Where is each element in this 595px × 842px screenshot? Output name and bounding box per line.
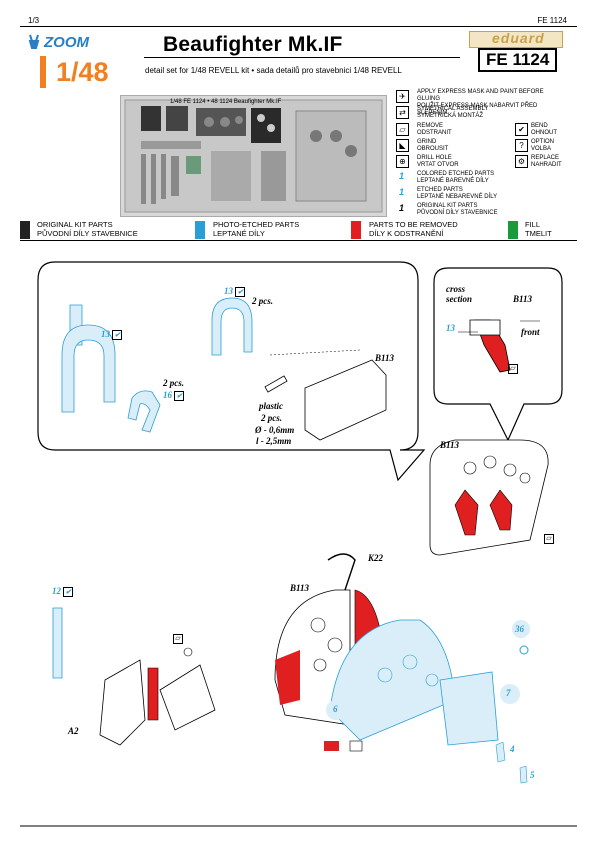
part-16-label: 16 ✔	[163, 390, 185, 401]
a2-remove-icon: ▱	[173, 630, 183, 648]
page-subtitle: detail set for 1/48 REVELL kit • sada de…	[145, 66, 402, 75]
part-13-installed-drawing	[211, 297, 253, 356]
symmetric-icon: ⇄	[396, 106, 409, 119]
pcs-label-b: 2 pcs.	[252, 296, 273, 306]
part-13-installed-label: 13 ✔	[224, 286, 246, 297]
option-icon: ?	[515, 139, 528, 152]
drill-icon: ⊕	[396, 155, 409, 168]
part-7-badge	[500, 684, 520, 704]
product-code-top: FE 1124	[537, 16, 567, 25]
header-rule	[20, 26, 577, 27]
pcs-label-c: 2 pcs.	[261, 413, 282, 423]
b113-panel-installed	[429, 439, 549, 556]
legend: ✈ APPLY EXPRESS MASK AND PAINT BEFORE GL…	[396, 89, 564, 219]
part-7-label: 7	[506, 688, 511, 698]
front-label: front	[521, 327, 540, 337]
legend-colored-num: 1	[399, 171, 405, 181]
swatch-remove	[351, 221, 361, 239]
part-12-label: 12 ✔	[52, 586, 74, 597]
cross-label: cross	[446, 284, 466, 294]
bend-icon: ✔	[515, 123, 528, 136]
panel-remove-icon: ▱	[544, 530, 554, 548]
callout-bubble	[37, 261, 426, 482]
remove-icon: ▱	[396, 123, 409, 136]
part-13-label: 13 ✔	[101, 329, 123, 340]
a2-part-drawing	[99, 659, 146, 746]
b113-label-a: B113	[375, 353, 395, 363]
b113-panel-drawing	[304, 359, 387, 441]
b113-label-c: B113	[440, 440, 460, 450]
legend-kit-num: 1	[399, 203, 405, 213]
length-label: l - 2,5mm	[256, 436, 292, 446]
part-6-badge	[326, 700, 346, 720]
pcs-label-a: 2 pcs.	[163, 378, 184, 388]
part-6-label: 6	[333, 704, 338, 714]
part-5-label: 5	[530, 770, 535, 780]
zoom-logo-icon	[27, 33, 41, 49]
replace-icon: ⚙	[515, 155, 528, 168]
brand-logo: eduard	[492, 30, 545, 46]
section-label: section	[446, 294, 472, 304]
swatch-etched	[195, 221, 205, 239]
mask-icon: ✈	[396, 90, 409, 103]
page-title: Beaufighter Mk.IF	[163, 33, 343, 56]
b113-label-d: B113	[290, 583, 310, 593]
b113-label-b: B113	[513, 294, 533, 304]
legend-mask-text: APPLY EXPRESS MASK AND PAINT BEFORE GLUI…	[417, 89, 544, 116]
grind-icon: ◣	[396, 139, 409, 152]
brand-box	[469, 31, 563, 48]
page-number: 1/3	[28, 16, 40, 25]
plastic-rod	[264, 375, 288, 393]
diameter-label: Ø - 0,6mm	[255, 425, 295, 435]
part-13-section-label: 13	[446, 323, 455, 333]
title-rule	[144, 57, 460, 58]
swatch-fill	[508, 221, 518, 239]
scale-label: 1/48	[56, 57, 109, 87]
scale-accent	[40, 56, 46, 88]
plastic-label: plastic	[259, 401, 283, 411]
part-36-label: 36	[515, 624, 524, 634]
zoom-label: ZOOM	[44, 34, 89, 51]
k22-label: K22	[368, 553, 384, 563]
product-code: FE 1124	[478, 48, 558, 72]
part-13-drawing	[61, 304, 161, 433]
part-7-drawing	[439, 671, 499, 746]
swatch-kit	[20, 221, 30, 239]
part-12-drawing	[52, 607, 63, 679]
legend-etched-num: 1	[399, 187, 405, 197]
part-36-badge	[512, 620, 530, 638]
section-replace-icon: ▱	[508, 360, 518, 378]
part-4-label: 4	[510, 744, 515, 754]
cross-section-bubble	[433, 267, 563, 442]
fret-photo	[120, 95, 387, 217]
fret-caption: 1/48 FE 1124 • 48 1124 Beaufighter Mk.IF	[170, 99, 282, 105]
a2-label: A2	[68, 726, 79, 736]
